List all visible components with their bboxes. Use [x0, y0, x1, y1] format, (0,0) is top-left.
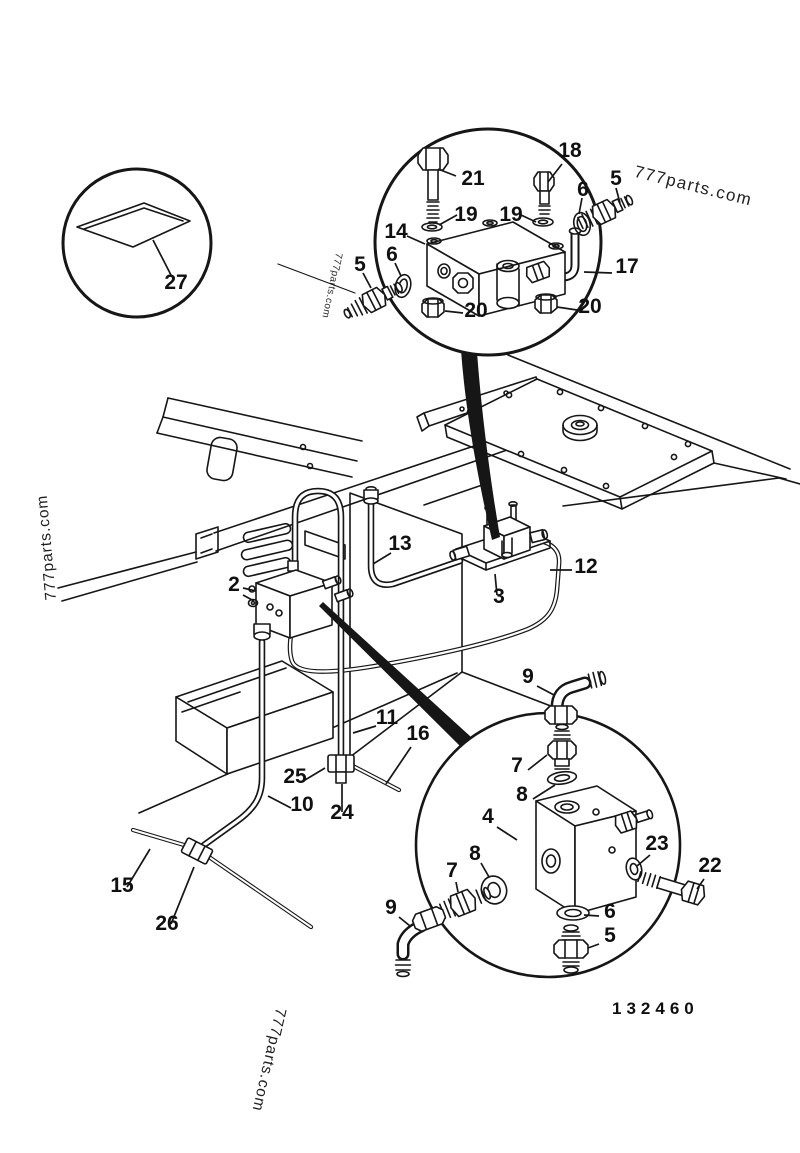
hose-13: [371, 504, 460, 585]
callout-label: 20: [464, 299, 487, 322]
nut-20-left: [421, 297, 445, 318]
callout-label: 21: [461, 167, 485, 190]
callout-label: 2: [228, 573, 240, 596]
callout-label: 13: [388, 532, 411, 555]
callout-label: 16: [406, 722, 429, 745]
callout-label: 24: [330, 801, 354, 824]
washer-19-left: [421, 222, 443, 232]
detail-link-bottom: [319, 602, 471, 747]
callout-label: 6: [604, 900, 616, 923]
callout-label: 8: [516, 783, 528, 806]
callout-label: 19: [454, 203, 477, 226]
manifold-block-14: [426, 219, 566, 317]
bracket-box: [175, 660, 334, 775]
adapter-5-right: [577, 194, 634, 230]
callout-label: 25: [283, 765, 307, 788]
callout-label: 4: [482, 805, 494, 828]
shim-plate: [76, 202, 191, 248]
washer-23: [625, 857, 643, 881]
callout-label: 7: [511, 754, 523, 777]
mounting-plate: [444, 378, 787, 510]
callout-label: 6: [386, 243, 398, 266]
nut-20-right: [534, 293, 558, 314]
callout-label: 18: [558, 139, 582, 162]
callout-label: 9: [522, 665, 534, 688]
valve-body-4: [535, 785, 654, 915]
callout-label: 5: [610, 167, 622, 190]
plate-center-boss: [562, 414, 598, 442]
valve-block-2: [247, 560, 354, 641]
callout-label: 5: [604, 924, 616, 947]
callout-label: 20: [578, 295, 601, 318]
callout-label: 14: [384, 220, 408, 243]
bolt-21: [417, 147, 449, 227]
callout-label: 22: [698, 854, 721, 877]
callout-label: 11: [376, 706, 399, 729]
callout-label: 23: [645, 832, 668, 855]
bolt-18: [533, 171, 555, 215]
adapter-5-bottom: [553, 924, 589, 974]
callout-label: 8: [469, 842, 481, 865]
callout-label: 6: [577, 178, 589, 201]
callout-label: 27: [164, 271, 187, 294]
hose-13-fitting: [363, 485, 379, 505]
callout-label: 12: [574, 555, 597, 578]
callout-label: 19: [499, 203, 522, 226]
relief-valve-assembly: [394, 670, 706, 978]
clamp-fins: [240, 522, 294, 578]
callout-layer: 21 18 19 19 6 5 14 6 5 17 20 20 27 2 13 …: [110, 139, 721, 947]
detail-link-top: [461, 350, 500, 540]
adapter-5-left: [343, 281, 403, 319]
tee-fitting-26: [180, 837, 214, 865]
callout-label: 10: [290, 793, 313, 816]
callout-label: 5: [354, 253, 366, 276]
adapter-7-top: [547, 723, 577, 774]
leader-lines: [126, 163, 705, 949]
tee-fitting-25: [327, 754, 355, 784]
chassis-frame: [57, 263, 800, 814]
seal-ring-6-bottom: [556, 905, 590, 921]
shim-detail-circle: [61, 167, 213, 319]
callout-label: 17: [615, 255, 638, 278]
washer-8-top: [546, 770, 578, 786]
callout-label: 7: [446, 859, 458, 882]
manifold-assembly: [343, 147, 634, 319]
part-number: 132460: [612, 999, 699, 1018]
callout-label: 9: [385, 896, 397, 919]
washer-19-right: [532, 217, 554, 227]
callout-label: 15: [110, 874, 134, 897]
callout-label: 26: [155, 912, 178, 935]
callout-label: 3: [493, 585, 505, 608]
